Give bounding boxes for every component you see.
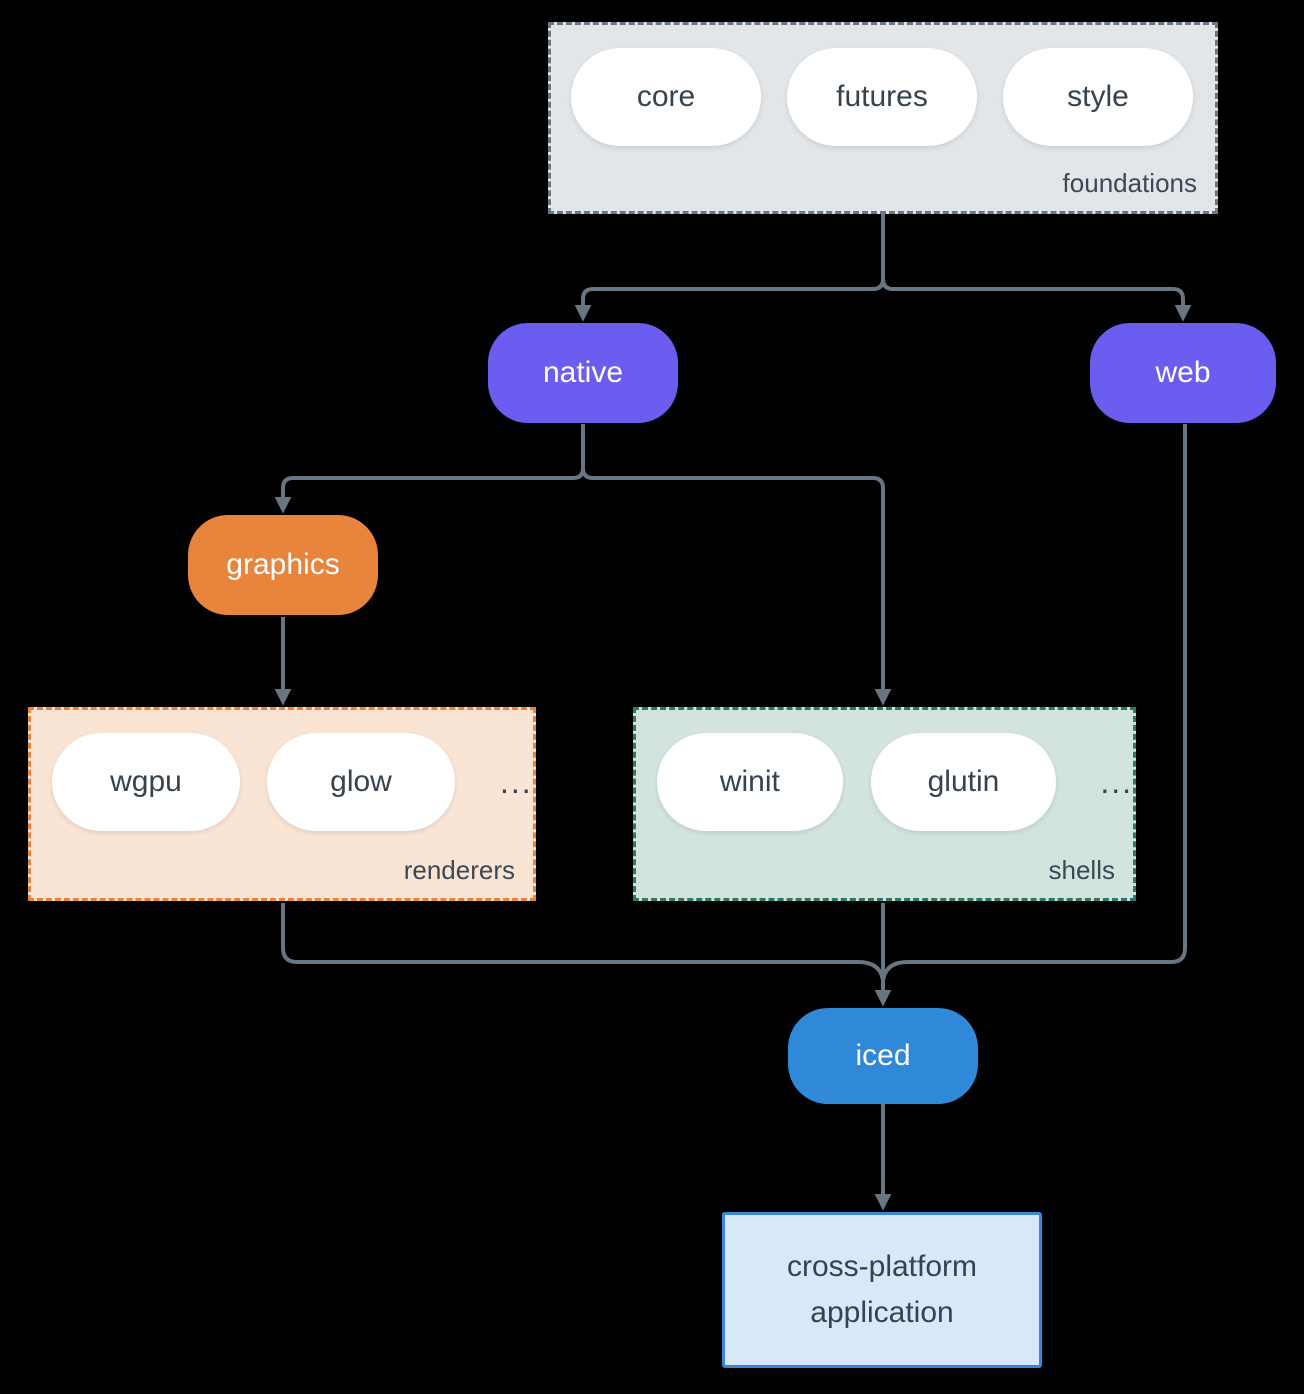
node-graphics: graphics [188, 515, 378, 615]
crate-wgpu: wgpu [52, 733, 240, 831]
crate-winit-label: winit [719, 765, 780, 798]
crate-core: core [571, 48, 761, 146]
renderers-group-label: renderers [403, 855, 515, 885]
node-native: native [488, 323, 678, 423]
renderers-group: wgpu glow ... renderers [28, 707, 536, 901]
crate-style: style [1003, 48, 1193, 146]
node-web-label: web [1155, 356, 1211, 389]
shells-ellipsis: ... [1100, 763, 1133, 800]
foundations-group: core futures style foundations [548, 22, 1218, 214]
connector-foundations-web [881, 214, 1192, 322]
node-graphics-label: graphics [226, 548, 340, 581]
crate-futures-label: futures [836, 80, 928, 113]
crate-glow: glow [267, 733, 455, 831]
crate-glow-label: glow [330, 765, 392, 798]
node-web: web [1090, 323, 1276, 423]
connector-renderers-merge [281, 903, 885, 981]
crate-futures: futures [787, 48, 977, 146]
node-iced: iced [788, 1008, 978, 1104]
shells-group-label: shells [1048, 855, 1115, 885]
node-iced-label: iced [855, 1039, 911, 1072]
connector-native-shells [581, 424, 892, 706]
crate-style-label: style [1067, 80, 1129, 113]
crate-glutin: glutin [870, 733, 1057, 831]
connector-native-graphics [274, 424, 585, 514]
application-label-line2: application [810, 1296, 954, 1329]
cross-platform-application-box: cross-platform application [722, 1212, 1042, 1368]
foundations-group-label: foundations [1062, 168, 1197, 198]
crate-wgpu-label: wgpu [110, 765, 182, 798]
connector-foundations-native [574, 214, 885, 322]
crate-winit: winit [657, 733, 843, 831]
crate-core-label: core [636, 80, 696, 113]
renderers-ellipsis: ... [500, 763, 533, 800]
crate-glutin-label: glutin [927, 765, 1000, 798]
node-native-label: native [542, 356, 624, 389]
shells-group: winit glutin ... shells [633, 707, 1136, 901]
application-label-line1: cross-platform [786, 1250, 978, 1283]
